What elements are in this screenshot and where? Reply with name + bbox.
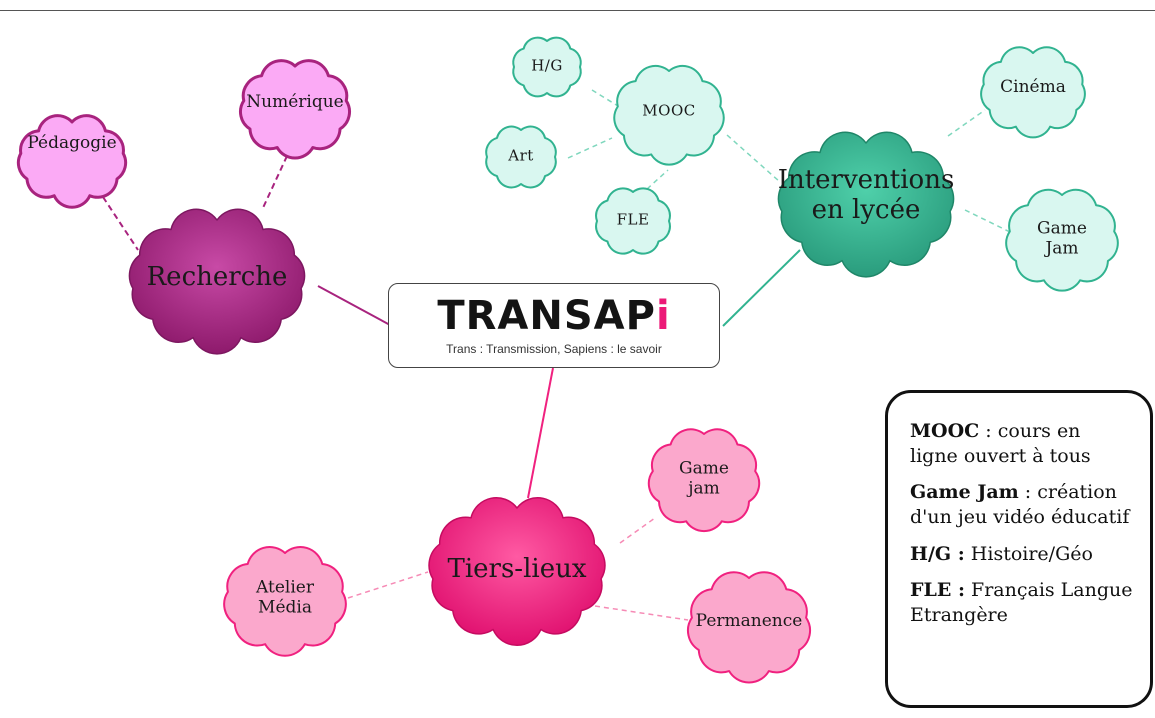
node-tiers-lieux: Tiers-lieux	[447, 554, 587, 585]
cloud-recherche	[128, 208, 306, 355]
legend-definition: cours en ligne ouvert à tous	[910, 420, 1091, 467]
cloud-game-jam	[1005, 188, 1119, 292]
legend-sep: :	[979, 420, 998, 442]
cloud-numerique	[239, 59, 351, 160]
node-atelier-line1: Atelier	[256, 577, 314, 598]
logo-brand-accent: i	[655, 293, 671, 339]
node-recherche: Recherche	[146, 262, 288, 293]
node-atelier-media: Atelier Média	[256, 578, 314, 617]
node-hg: H/G	[531, 56, 563, 75]
logo-tagline: Trans : Transmission, Sapiens : le savoi…	[446, 342, 662, 356]
node-atelier-line2: Média	[258, 597, 312, 617]
node-game-jam-line1: Game	[1037, 218, 1087, 239]
node-interventions-line1: Interventions	[777, 165, 955, 196]
legend-term: FLE :	[910, 579, 965, 602]
node-tl-game-jam-line2: jam	[688, 478, 720, 498]
cloud-fle	[595, 187, 671, 255]
node-numerique: Numérique	[246, 92, 344, 113]
cloud-permanence	[686, 571, 812, 684]
node-interventions: Interventions en lycée	[777, 165, 955, 226]
transapi-logo-box: TRANSAPi Trans : Transmission, Sapiens :…	[388, 283, 720, 368]
cloud-hg	[512, 36, 582, 98]
legend-definition: Français Langue Etrangère	[910, 579, 1133, 627]
legend-definition: création d'un jeu vidéo éducatif	[910, 481, 1130, 529]
legend-entry-mooc: MOOC : cours en ligne ouvert à tous	[910, 419, 1134, 468]
node-fle: FLE	[616, 210, 650, 229]
legend-sep: :	[1018, 481, 1038, 504]
cloud-cinema	[980, 46, 1086, 139]
node-mooc: MOOC	[642, 101, 696, 120]
legend-entry-fle: FLE : Français Langue Etrangère	[910, 578, 1134, 627]
top-rule	[0, 10, 1155, 11]
cloud-art	[485, 125, 557, 189]
legend-box: MOOC : cours en ligne ouvert à tous Game…	[885, 390, 1153, 708]
legend-term: Game Jam	[910, 481, 1019, 504]
node-tl-game-jam-line1: Game	[679, 458, 729, 479]
node-tl-game-jam: Game jam	[679, 459, 729, 498]
cloud-tiers-lieux	[428, 497, 606, 646]
connectors	[102, 89, 1011, 621]
cloud-mooc	[613, 64, 725, 166]
node-pedagogie: Pédagogie	[27, 133, 117, 154]
legend-term: MOOC	[910, 420, 980, 442]
cloud-interventions	[777, 131, 955, 278]
cloud-atelier-media	[223, 546, 347, 657]
cloud-tl-game-jam	[647, 428, 761, 533]
legend-entry-hg: H/G : Histoire/Géo	[910, 542, 1134, 567]
cloud-pedagogie	[16, 114, 128, 209]
legend-term: H/G :	[910, 542, 965, 565]
legend-definition: Histoire/Géo	[970, 542, 1093, 565]
node-game-jam-line2: Jam	[1045, 238, 1079, 258]
node-art: Art	[508, 146, 534, 165]
node-interventions-line2: en lycée	[811, 195, 921, 225]
node-permanence: Permanence	[695, 611, 803, 632]
logo-brand: TRANSAP	[437, 293, 656, 339]
node-cinema: Cinéma	[1000, 77, 1066, 98]
transapi-logo: TRANSAPi	[389, 296, 719, 336]
node-game-jam: Game Jam	[1037, 219, 1087, 258]
legend-entry-game-jam: Game Jam : création d'un jeu vidéo éduca…	[910, 480, 1134, 529]
